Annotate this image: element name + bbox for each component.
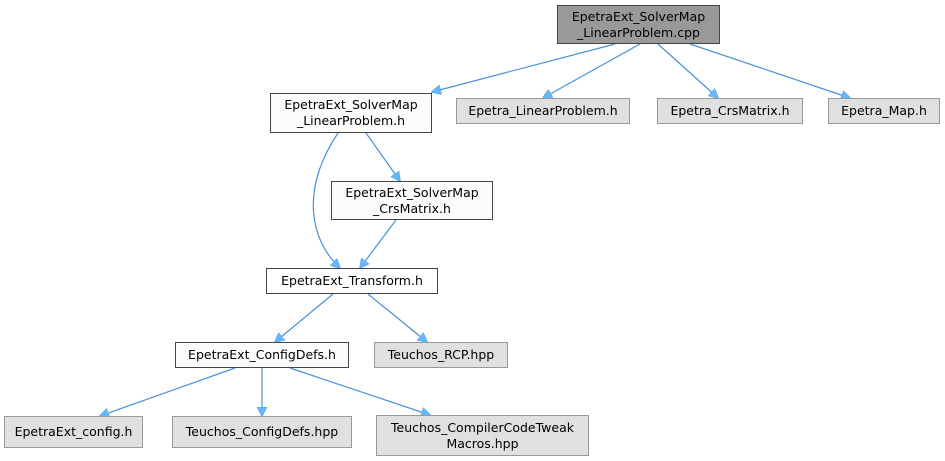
- node-label: _LinearProblem.h: [296, 113, 406, 128]
- edge-root-map: [689, 43, 850, 98]
- node-label: Epetra_LinearProblem.h: [468, 103, 618, 118]
- edge-transform-rcp: [367, 293, 427, 342]
- node-teuchos-compilercodetweakmacros-hpp: Teuchos_CompilerCodeTweak Macros.hpp: [376, 415, 589, 456]
- edge-root-solvermap-lp: [432, 43, 616, 92]
- edge-crs-transform: [360, 219, 397, 268]
- node-label: EpetraExt_SolverMap: [571, 8, 706, 24]
- node-label: _LinearProblem.cpp: [577, 24, 700, 40]
- edge-solvermap-lp-transform: [312, 132, 340, 268]
- node-label: Macros.hpp: [446, 435, 519, 451]
- edge-solvermap-lp-crs: [365, 132, 400, 181]
- node-label: Epetra_Map.h: [841, 103, 927, 118]
- node-label: EpetraExt_Transform.h: [281, 273, 423, 288]
- node-epetra-map-h: Epetra_Map.h: [828, 98, 940, 124]
- node-label: EpetraExt_ConfigDefs.h: [188, 347, 336, 362]
- edge-root-crsmatrix: [657, 43, 718, 98]
- edge-root-linearproblem: [543, 43, 641, 98]
- node-solvermap-crsmatrix-h[interactable]: EpetraExt_SolverMap _CrsMatrix.h: [331, 181, 493, 220]
- edge-transform-configdefs: [275, 293, 334, 342]
- edge-configdefs-tweak: [289, 367, 430, 415]
- node-epetra-crsmatrix-h: Epetra_CrsMatrix.h: [657, 98, 803, 124]
- node-label: Teuchos_CompilerCodeTweak: [391, 419, 574, 435]
- node-teuchos-configdefs-hpp: Teuchos_ConfigDefs.hpp: [172, 416, 352, 448]
- node-label: Epetra_CrsMatrix.h: [670, 103, 790, 118]
- node-solvermap-linearproblem-h[interactable]: EpetraExt_SolverMap _LinearProblem.h: [270, 93, 432, 133]
- node-root-file: EpetraExt_SolverMap _LinearProblem.cpp: [557, 5, 720, 44]
- node-transform-h[interactable]: EpetraExt_Transform.h: [266, 268, 438, 294]
- node-epetraext-config-h: EpetraExt_config.h: [4, 416, 143, 448]
- node-label: _CrsMatrix.h: [373, 200, 451, 216]
- node-epetra-linearproblem-h: Epetra_LinearProblem.h: [456, 98, 630, 124]
- node-teuchos-rcp-hpp: Teuchos_RCP.hpp: [374, 342, 508, 368]
- node-label: Teuchos_ConfigDefs.hpp: [185, 424, 339, 439]
- node-label: EpetraExt_config.h: [14, 424, 133, 439]
- node-configdefs-h[interactable]: EpetraExt_ConfigDefs.h: [175, 342, 349, 368]
- edge-configdefs-config: [100, 367, 236, 416]
- node-label: Teuchos_RCP.hpp: [387, 347, 495, 362]
- node-label: EpetraExt_SolverMap: [345, 184, 479, 200]
- node-label: EpetraExt_SolverMap: [284, 97, 418, 112]
